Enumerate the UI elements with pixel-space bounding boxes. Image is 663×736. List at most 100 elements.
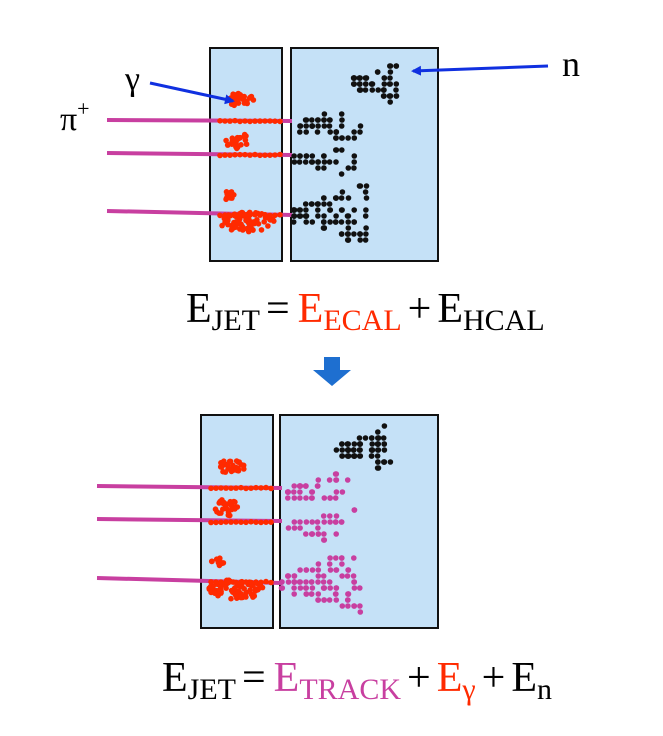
bottom-eq-track: E: [274, 655, 300, 701]
neutron-arrow: [411, 64, 549, 76]
hcal-hit: [362, 213, 369, 219]
top-eq-lhs-sub: JET: [212, 304, 260, 337]
charged-hadron-hit: [344, 573, 351, 579]
charged-hadron-hit: [333, 531, 340, 537]
hcal-hit: [321, 159, 328, 165]
charged-hadron-hit: [345, 597, 351, 603]
charged-hadron-hit: [332, 519, 339, 525]
hcal-hit: [357, 81, 363, 87]
ecal-hit: [216, 562, 223, 569]
hcal-hit: [339, 147, 345, 153]
ecal-hit: [227, 498, 234, 505]
charged-hadron-hit: [285, 525, 292, 531]
hcal-hit: [333, 135, 339, 141]
hcal-hit: [351, 135, 358, 141]
charged-hadron-hit: [326, 597, 333, 603]
hcal-hit: [291, 159, 298, 165]
ecal-hit: [233, 485, 239, 491]
hcal-hit: [345, 219, 352, 225]
charged-hadron-hit: [303, 585, 309, 591]
hcal-hit: [333, 129, 340, 135]
ecal-hit: [228, 485, 234, 492]
hcal-hit: [321, 123, 328, 129]
charged-hadron-hit: [315, 483, 321, 489]
ecal-hit: [277, 151, 283, 158]
ecal-hit: [237, 212, 243, 218]
ecal-hit: [237, 583, 243, 590]
hcal-hit: [362, 237, 369, 243]
ecal-hit: [253, 579, 259, 585]
neutron-label: n: [562, 44, 580, 84]
hcal-hit: [315, 213, 321, 219]
hcal-hit: [321, 153, 327, 159]
hcal-hit: [309, 153, 316, 159]
hcal-hit: [315, 123, 321, 129]
ecal-hit: [247, 212, 253, 218]
hcal-hit: [339, 447, 346, 453]
ecal-hit: [230, 91, 236, 97]
ecal-hit: [261, 219, 268, 225]
ecal-hit: [218, 588, 224, 595]
ecal-hit: [227, 152, 233, 158]
gamma-label: γ: [124, 61, 140, 98]
hcal-hit: [375, 459, 381, 465]
top-hcal-hits: [290, 63, 400, 243]
hcal-hit: [315, 165, 321, 171]
bottom-eq-lhs: E: [162, 655, 188, 701]
hcal-hit: [326, 159, 333, 165]
charged-hadron-hit: [339, 603, 346, 609]
ecal-hit: [258, 485, 264, 491]
charged-hadron-hit: [303, 591, 310, 597]
charged-hadron-hit: [321, 531, 327, 537]
charged-hadron-hit: [326, 579, 333, 585]
charged-hadron-hit: [291, 591, 298, 597]
charged-hadron-hit: [291, 579, 298, 585]
charged-hadron-hit: [338, 519, 345, 525]
charged-hadron-hit: [351, 507, 358, 513]
charged-hadron-hit: [303, 567, 310, 573]
bottom-eq-plus-1: +: [407, 655, 431, 701]
charged-hadron-hit: [315, 561, 322, 567]
charged-hadron-hit: [320, 573, 327, 579]
hcal-hit: [351, 219, 358, 225]
ecal-hit: [257, 152, 263, 159]
ecal-hit: [238, 579, 244, 585]
hcal-hit: [309, 123, 315, 129]
charged-hadron-hit: [320, 513, 327, 519]
ecal-hit: [215, 592, 221, 599]
hcal-hit: [321, 165, 327, 171]
pion-symbol: π: [60, 101, 77, 138]
ecal-hit: [232, 224, 239, 230]
ecal-hit: [257, 118, 263, 124]
ecal-hit: [219, 222, 225, 229]
hcal-hit: [308, 201, 315, 207]
hcal-hit: [351, 207, 358, 213]
hcal-hit: [375, 87, 382, 93]
ecal-hit: [263, 484, 269, 491]
top-eq-equals: =: [266, 286, 290, 332]
hcal-hit: [303, 219, 310, 225]
ecal-hit: [238, 142, 244, 148]
charged-hadron-hit: [309, 495, 315, 501]
charged-hadron-hit: [285, 495, 291, 501]
ecal-hit: [253, 484, 259, 491]
charged-hadron-hit: [308, 579, 315, 585]
charged-hadron-hit: [320, 585, 327, 591]
ecal-hit: [241, 466, 247, 472]
hcal-hit: [309, 219, 316, 225]
ecal-hit: [220, 499, 227, 506]
ecal-hit: [267, 212, 273, 219]
ecal-hit: [227, 458, 234, 465]
hcal-hit: [333, 213, 339, 219]
charged-hadron-hit: [291, 573, 298, 579]
ecal-hit: [208, 485, 214, 492]
hcal-hit: [338, 171, 345, 177]
hcal-hit: [321, 201, 327, 207]
ecal-hit: [247, 152, 253, 158]
hcal-hit: [375, 441, 381, 447]
hcal-hit: [381, 87, 387, 93]
ecal-hit: [232, 117, 238, 124]
hcal-hit: [302, 201, 309, 207]
charged-hadron-hit: [321, 495, 328, 501]
